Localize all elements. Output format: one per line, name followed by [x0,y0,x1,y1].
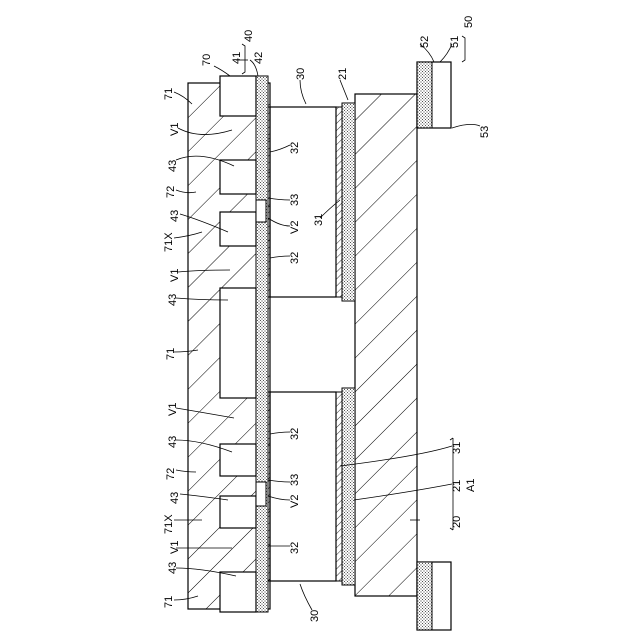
label-31-b: 31 [451,442,463,454]
via-v2-bottom [256,482,266,506]
label-v1-b: V1 [169,269,181,282]
label-32-a: 32 [289,142,301,154]
via-v2-top [256,200,266,222]
label-21-top: 21 [337,68,349,80]
pad-43-2 [220,212,256,246]
label-33-b: 33 [289,474,301,486]
layer-31-bottom [336,392,342,581]
label-43-d: 43 [167,436,179,448]
label-43-f: 43 [167,562,179,574]
label-32-d: 32 [289,542,301,554]
pad-41-top [220,76,256,116]
layer-31-top [336,107,342,297]
label-43-a: 43 [167,160,179,172]
label-41: 41 [231,52,243,64]
chip-30-bottom [270,392,336,581]
label-v2-b: V2 [289,495,301,508]
label-71x-a: 71X [163,232,175,252]
label-21-b: 21 [451,480,463,492]
pad-43-4 [220,496,256,528]
label-70: 70 [201,54,213,66]
label-71-a: 71 [163,88,175,100]
label-71-c: 71 [163,596,175,608]
pad-43-large [220,288,256,398]
label-v1-a: V1 [169,123,181,136]
bond-layer-21-top [342,103,355,301]
label-72-a: 72 [165,186,177,198]
label-33-a: 33 [289,194,301,206]
label-43-e: 43 [169,492,181,504]
label-a1: A1 [465,479,477,492]
terminal-bottom-52 [417,562,432,630]
pad-41-bottom [220,572,256,612]
label-32-b: 32 [289,252,301,264]
core-substrate-20 [355,94,417,596]
label-20: 20 [451,516,463,528]
label-72-b: 72 [165,468,177,480]
pad-43-1 [220,160,256,194]
label-43-b: 43 [169,210,181,222]
bond-layer-21-bottom [342,388,355,585]
label-71x-b: 71X [163,514,175,534]
label-42: 42 [253,52,265,64]
label-53: 53 [479,126,491,138]
label-50: 50 [463,16,475,28]
label-v1-c: V1 [167,403,179,416]
chip-30-top [270,107,336,297]
surface-layer-42 [256,76,268,612]
label-v1-d: V1 [169,541,181,554]
label-32-c: 32 [289,428,301,440]
label-31-a: 31 [313,214,325,226]
label-40: 40 [243,30,255,42]
label-30-top: 30 [295,68,307,80]
label-30-bottom: 30 [309,610,321,622]
label-43-c: 43 [167,294,179,306]
label-52: 52 [419,36,431,48]
label-71-b: 71 [165,348,177,360]
label-51: 51 [449,36,461,48]
pad-43-3 [220,444,256,476]
terminal-top-52 [417,62,432,128]
label-v2-a: V2 [289,221,301,234]
